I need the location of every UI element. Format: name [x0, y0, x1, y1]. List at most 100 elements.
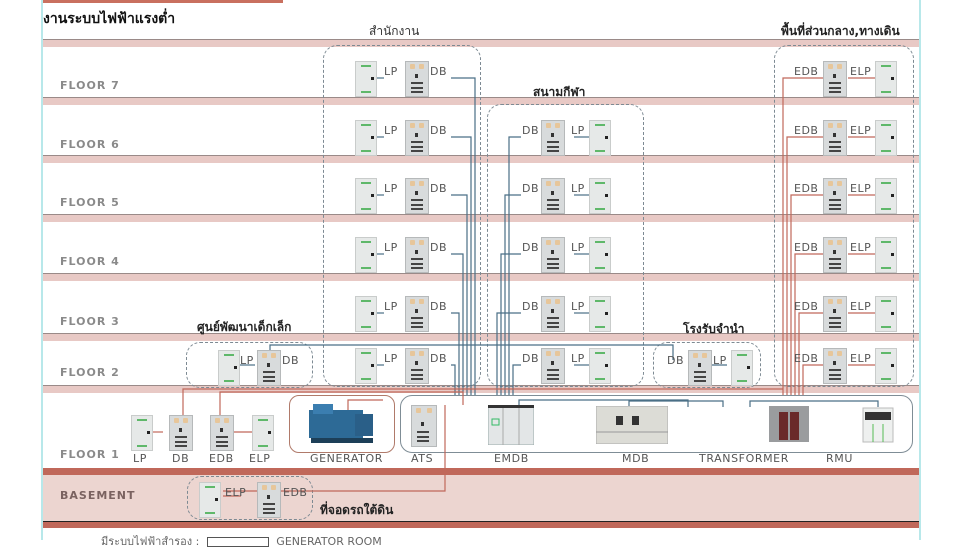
elp-panel-basement[interactable]: [199, 482, 221, 518]
emdb-icon[interactable]: [488, 405, 534, 445]
db-panel[interactable]: [257, 350, 281, 386]
elp-panel[interactable]: [875, 120, 897, 156]
lp-label: LP: [240, 354, 254, 367]
db-panel[interactable]: [541, 348, 565, 384]
db-panel[interactable]: [405, 348, 429, 384]
wire-basement-feed: [223, 405, 446, 492]
lp-label: LP: [571, 241, 585, 254]
legend: มีระบบไฟฟ้าสำรอง : GENERATOR ROOM: [101, 532, 382, 550]
edb-panel[interactable]: [823, 178, 847, 214]
zone-box-childcare: [186, 342, 313, 388]
lp-panel[interactable]: [355, 61, 377, 97]
wire-stadium-f5: [504, 194, 521, 395]
zone-box-common: [774, 45, 914, 387]
elp-label: ELP: [850, 352, 872, 365]
generator-label: GENERATOR: [310, 452, 383, 465]
lp-panel[interactable]: [589, 348, 611, 384]
elp-panel[interactable]: [875, 296, 897, 332]
generator-icon[interactable]: [305, 400, 379, 446]
edb-panel[interactable]: [823, 120, 847, 156]
lp-label: LP: [384, 124, 398, 137]
wire-transformer-rmu: [749, 400, 879, 407]
elp-panel[interactable]: [875, 61, 897, 97]
edb-panel[interactable]: [823, 61, 847, 97]
ats-panel[interactable]: [411, 405, 437, 447]
lp-panel[interactable]: [731, 350, 753, 386]
edb-panel[interactable]: [823, 348, 847, 384]
edb-panel-f1[interactable]: [210, 415, 234, 451]
db-panel[interactable]: [541, 120, 565, 156]
wire-office-f4: [451, 253, 464, 395]
lp-panel[interactable]: [355, 178, 377, 214]
mdb-label: MDB: [622, 452, 650, 465]
lp-label: LP: [384, 352, 398, 365]
mdb-icon[interactable]: [596, 406, 668, 444]
slab-roof: [43, 39, 919, 47]
edb-panel[interactable]: [823, 296, 847, 332]
db-label: DB: [430, 241, 448, 254]
floor-label: FLOOR 1: [60, 448, 120, 461]
db-panel[interactable]: [405, 237, 429, 273]
wire-stadium-f2: [512, 364, 521, 395]
basement-band: BASEMENT: [43, 468, 919, 528]
transformer-icon[interactable]: [769, 406, 811, 444]
db-label: DB: [667, 354, 685, 367]
floor-label: FLOOR 4: [60, 255, 120, 268]
lp-panel[interactable]: [355, 348, 377, 384]
wire-emdb-mdb: [518, 399, 689, 407]
elp-panel-f1[interactable]: [252, 415, 274, 451]
edb-panel[interactable]: [823, 237, 847, 273]
lp-panel[interactable]: [589, 237, 611, 273]
lp-panel[interactable]: [589, 120, 611, 156]
elp-label: ELP: [850, 241, 872, 254]
wire-emergency-main: [182, 388, 783, 415]
db-panel[interactable]: [405, 296, 429, 332]
db-panel[interactable]: [541, 237, 565, 273]
zone-title-parking: ที่จอดรถใต้ดิน: [320, 503, 394, 517]
lp-label: LP: [384, 300, 398, 313]
lp-panel[interactable]: [355, 237, 377, 273]
edb-label: EDB: [283, 486, 308, 499]
elp-panel[interactable]: [875, 237, 897, 273]
zone-box-pawnshop: [653, 342, 761, 388]
f1-label-edb: EDB: [209, 452, 234, 465]
lp-panel[interactable]: [589, 178, 611, 214]
lp-panel[interactable]: [355, 296, 377, 332]
elp-panel[interactable]: [875, 348, 897, 384]
f1-label-db: DB: [172, 452, 190, 465]
db-panel[interactable]: [541, 296, 565, 332]
lp-panel[interactable]: [218, 350, 240, 386]
lp-panel-f1[interactable]: [131, 415, 153, 451]
slab-f7: [43, 97, 919, 105]
rmu-icon[interactable]: [861, 404, 895, 444]
elp-panel[interactable]: [875, 178, 897, 214]
zone-title-office: สำนักงาน: [369, 24, 420, 38]
legend-swatch: [206, 537, 269, 547]
lp-panel[interactable]: [589, 296, 611, 332]
db-label: DB: [430, 352, 448, 365]
floor-label: FLOOR 5: [60, 196, 120, 209]
lp-label: LP: [571, 300, 585, 313]
wire-office-f2: [451, 364, 456, 395]
wiring-svg: [150, 77, 879, 497]
edb-panel-basement[interactable]: [257, 482, 281, 518]
lp-panel[interactable]: [355, 120, 377, 156]
f1-label-elp: ELP: [249, 452, 271, 465]
edb-label: EDB: [794, 65, 819, 78]
zone-box-parking: [187, 476, 313, 520]
wire-office-f3: [451, 312, 460, 395]
wire-stadium-f3: [496, 312, 521, 395]
f1-label-lp: LP: [133, 452, 147, 465]
wire-childcare-pawnshop: [269, 344, 674, 360]
db-panel[interactable]: [405, 61, 429, 97]
db-panel[interactable]: [405, 178, 429, 214]
db-panel[interactable]: [405, 120, 429, 156]
edb-label: EDB: [794, 300, 819, 313]
db-panel[interactable]: [688, 350, 712, 386]
elp-label: ELP: [850, 300, 872, 313]
db-label: DB: [430, 300, 448, 313]
zone-title-pawnshop: โรงรับจำนำ: [683, 322, 745, 336]
db-panel-f1[interactable]: [169, 415, 193, 451]
db-panel[interactable]: [541, 178, 565, 214]
wire-stadium-f4: [500, 253, 521, 395]
